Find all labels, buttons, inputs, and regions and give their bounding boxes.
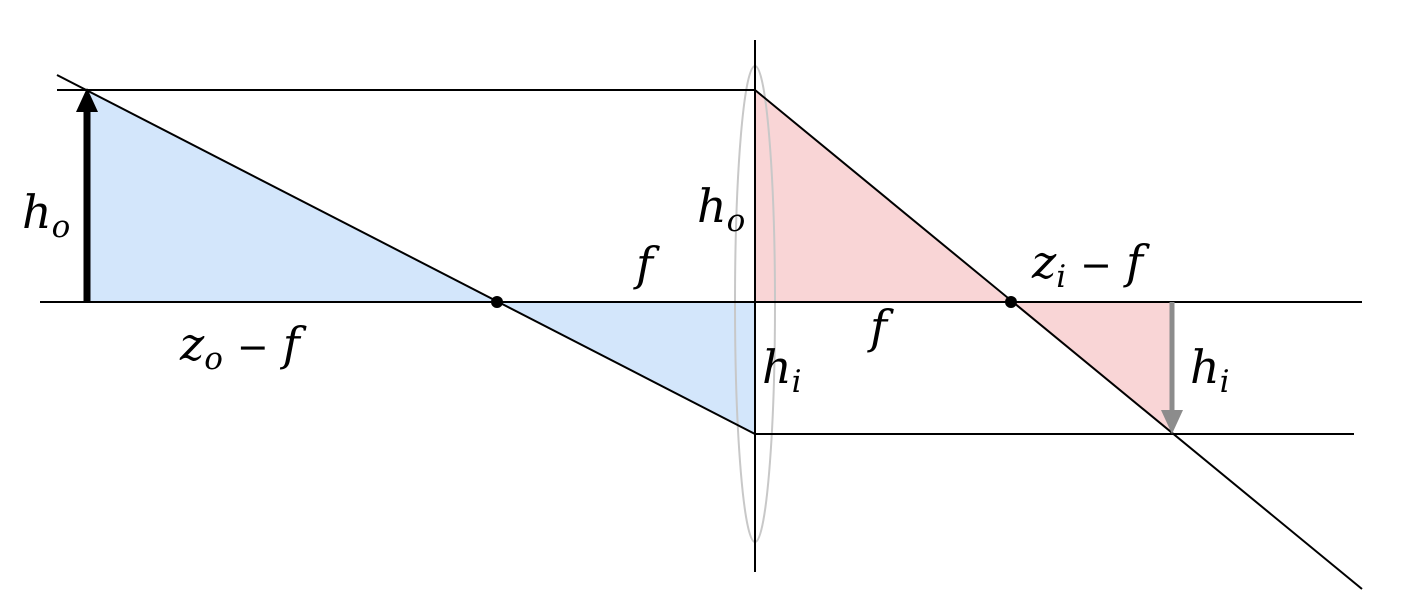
back-focal-point (1005, 296, 1017, 308)
object-distance-label: zo−f (179, 317, 307, 377)
object-arrow-head (76, 88, 98, 112)
lens-object-height-sub: o (727, 203, 746, 239)
ray-through-front-focus (56, 74, 756, 435)
ray-through-back-focus (754, 89, 1363, 590)
image-distance-sub: i (1056, 259, 1066, 295)
lens-image-height-label: hi (762, 340, 802, 400)
image-distance-label: zi−f (1031, 235, 1150, 295)
object-height-base: h (22, 185, 52, 239)
object-distance-minus: − (237, 325, 269, 369)
lens-object-height-base: h (697, 179, 727, 233)
image-arrow-head (1161, 410, 1183, 434)
image-height-base: h (1190, 340, 1220, 394)
image-height-label: hi (1190, 340, 1230, 400)
lens-object-height-label: ho (697, 179, 745, 239)
object-distance-base: z (179, 317, 205, 371)
object-distance-f: f (280, 317, 307, 371)
image-distance-minus: − (1080, 243, 1112, 287)
object-height-label: ho (22, 185, 70, 245)
image-distance-f: f (1123, 235, 1150, 289)
image-distance-base: z (1031, 235, 1057, 289)
object-height-sub: o (52, 209, 71, 245)
front-focal-length-label: f (633, 237, 660, 291)
object-distance-sub: o (204, 341, 223, 377)
lens-image-height-base: h (762, 340, 792, 394)
front-focal-point (491, 296, 503, 308)
back-focal-length-label: f (867, 300, 894, 354)
lens-image-height-sub: i (792, 364, 802, 400)
image-height-sub: i (1220, 364, 1230, 400)
